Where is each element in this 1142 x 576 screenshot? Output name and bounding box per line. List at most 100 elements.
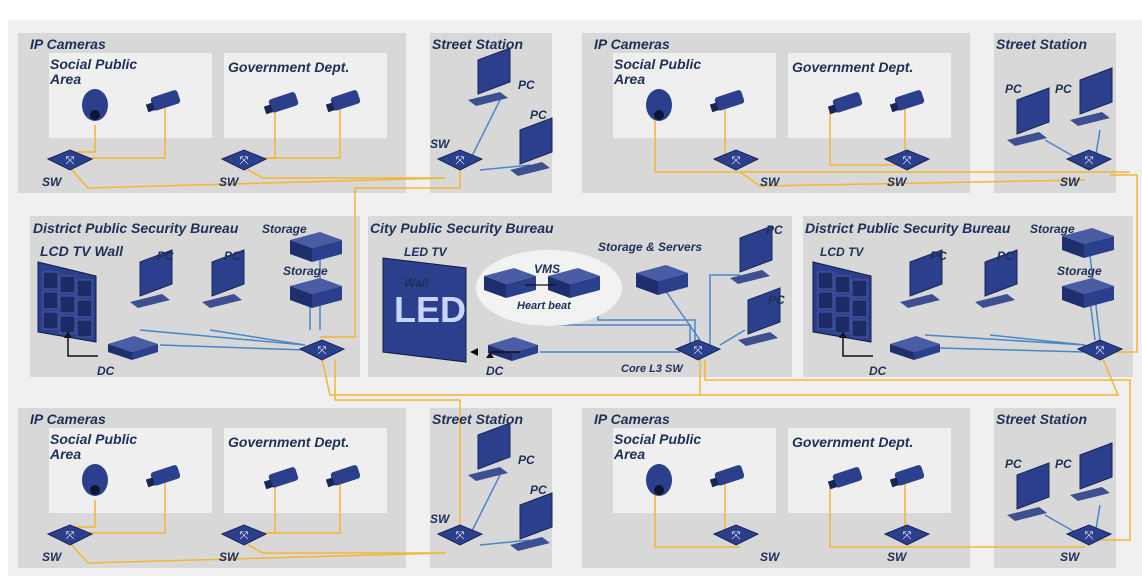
lan-pc-top-left-b xyxy=(479,164,531,171)
bullet-camera-social-bottom-left xyxy=(150,465,181,486)
pc-district-right-a-keyboard xyxy=(900,294,940,308)
pc-b-top-right xyxy=(1079,67,1113,115)
dome-camera-bottom-left xyxy=(82,464,108,496)
switch-a-bottom-right-arrows: ⤧ xyxy=(732,529,741,542)
social-public-area-label-top-right: Social Public Area xyxy=(614,56,702,87)
storage-district-right-b-front xyxy=(1084,286,1114,308)
bullet-camera-gov-a-top-left-lens xyxy=(263,104,273,115)
lan-pc-bottom-left-a xyxy=(469,474,501,536)
street-station-title-bottom-left: Street Station xyxy=(432,411,524,427)
government-dept-label-bottom-right: Government Dept. xyxy=(792,434,914,450)
pc-label-district-right-b: PC xyxy=(997,249,1014,263)
switch-c-top-right-arrows: ⤧ xyxy=(1085,154,1094,167)
switch-b-bottom-right-arrows: ⤧ xyxy=(903,529,912,542)
dc-city-arrow-head xyxy=(470,348,478,356)
lcd-tv-wall-label-left: LCD TV Wall xyxy=(40,243,123,259)
dc-right xyxy=(890,336,940,352)
sw-label-c-top-left: SW xyxy=(430,137,450,151)
lcd-tv-wall-right-cell xyxy=(851,279,868,298)
vms-server-b-front xyxy=(570,276,600,298)
lcd-tv-wall-right-cell xyxy=(817,271,834,290)
switch-c-bottom-right xyxy=(1065,524,1113,546)
storage-servers-label: Storage & Servers xyxy=(598,240,703,254)
pc-label-district-left-a: PC xyxy=(157,249,174,263)
vms-server-b xyxy=(548,268,600,284)
pc-label-a-bottom-right: PC xyxy=(1005,457,1022,471)
switch-a-top-left xyxy=(46,149,94,171)
lan-district-right-storage-b xyxy=(1089,299,1096,341)
link-cam1-top-right xyxy=(654,120,1130,173)
pc-district-right-a xyxy=(909,249,943,297)
dome-camera-top-left-lens xyxy=(90,110,100,120)
government-dept-label-top-left: Government Dept. xyxy=(228,59,350,75)
lcd-tv-wall-left-cell xyxy=(59,275,76,294)
storage-district-right-b xyxy=(1062,278,1114,294)
social-public-area-label-bottom-left: Social Public Area xyxy=(50,431,138,462)
sw-label-b-bottom-left: SW xyxy=(219,550,239,564)
pc-city-a-keyboard xyxy=(730,270,770,284)
storage-label-district-left-a: Storage xyxy=(262,222,307,236)
pc-b-bottom-right xyxy=(1079,442,1113,490)
link-cam3-top-right xyxy=(829,112,910,166)
lan-district-left-pc-a xyxy=(139,329,306,346)
core-l3-switch xyxy=(674,339,722,361)
bullet-camera-gov-b-bottom-left-lens xyxy=(325,477,335,488)
dome-camera-top-right-lens xyxy=(654,110,664,120)
switch-a-bottom-right xyxy=(712,524,760,546)
social-public-area-box-top-left xyxy=(49,53,212,138)
dome-camera-bottom-right xyxy=(646,464,672,496)
led-sign-text: LED xyxy=(394,289,466,330)
pc-label-a-bottom-left: PC xyxy=(518,453,535,467)
district-bureau-title-left: District Public Security Bureau xyxy=(33,220,239,236)
street-station-title-top-left: Street Station xyxy=(432,36,524,52)
pc-b-top-right-keyboard xyxy=(1070,112,1110,126)
switch-c-bottom-right-arrows: ⤧ xyxy=(1085,529,1094,542)
government-dept-box-bottom-left xyxy=(224,428,387,513)
city-bureau-title: City Public Security Bureau xyxy=(370,220,554,236)
link-top-right-to-district xyxy=(1100,174,1138,353)
bullet-camera-social-bottom-right xyxy=(714,465,745,486)
pc-label-city-b: PC xyxy=(768,293,785,307)
storage-district-right-b-side xyxy=(1062,286,1084,308)
pc-label-b-top-right: PC xyxy=(1055,82,1072,96)
pc-city-b-keyboard xyxy=(738,332,778,346)
lcd-tv-wall-left-cell xyxy=(42,271,59,290)
pc-label-a-top-right: PC xyxy=(1005,82,1022,96)
bullet-camera-gov-b-bottom-left xyxy=(330,465,361,486)
led-tv-wall xyxy=(382,257,467,363)
lan-district-right-dc xyxy=(939,347,1086,353)
lan-district-left-dc xyxy=(159,344,306,351)
dc-left-front xyxy=(132,344,158,360)
bullet-camera-gov-b-top-left-lens xyxy=(325,102,335,113)
social-public-area-box-bottom-left xyxy=(49,428,212,513)
pc-district-right-b-keyboard xyxy=(975,294,1015,308)
dc-label-right: DC xyxy=(869,364,887,378)
switch-district-left-arrows: ⤧ xyxy=(318,344,327,357)
vms-server-b-side xyxy=(548,276,570,298)
storage-label-district-right-a: Storage xyxy=(1030,222,1075,236)
dc-right-front xyxy=(914,344,940,360)
street-station-title-bottom-right: Street Station xyxy=(996,411,1088,427)
ip-cameras-title-bottom-left: IP Cameras xyxy=(30,411,106,427)
street-station-title-top-right: Street Station xyxy=(996,36,1088,52)
pc-city-a xyxy=(739,225,773,273)
sw-label-b-top-right: SW xyxy=(887,175,907,189)
switch-a-bottom-left xyxy=(46,524,94,546)
switch-a-top-right xyxy=(712,149,760,171)
link-cam4-top-left xyxy=(262,108,341,159)
ip-cameras-title-top-right: IP Cameras xyxy=(594,36,670,52)
storage-district-right-a-front xyxy=(1084,236,1114,258)
storage-label-district-right-b: Storage xyxy=(1057,264,1102,278)
link-sw-b-bottom-left xyxy=(244,542,445,554)
pc-a-top-right-keyboard xyxy=(1007,132,1047,146)
lcd-tv-wall-left-cell xyxy=(76,319,93,338)
bullet-camera-social-bottom-right-lens xyxy=(709,477,719,488)
pc-a-bottom-left xyxy=(477,422,511,470)
bullet-camera-social-top-left xyxy=(150,90,181,111)
storage-district-left-b xyxy=(290,278,342,294)
lan-district-right-pc-a xyxy=(924,334,1086,346)
lan-city-pc-b xyxy=(719,329,746,346)
government-dept-box-bottom-right xyxy=(788,428,951,513)
lcd-tv-wall-right-cell xyxy=(834,315,851,334)
sw-label-b-bottom-right: SW xyxy=(887,550,907,564)
